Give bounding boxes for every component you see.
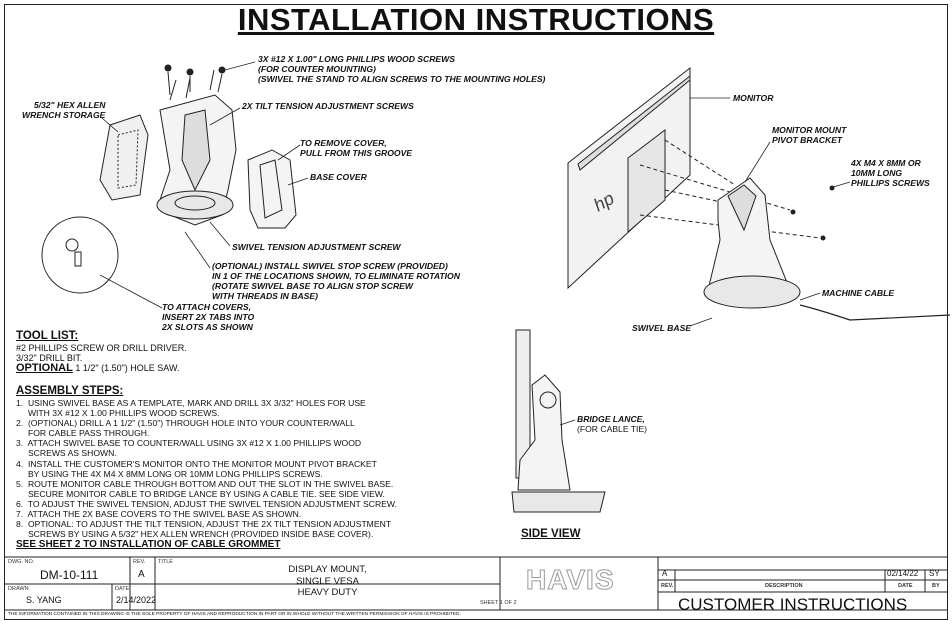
col-rev-header: REV.: [661, 583, 674, 589]
customer-instructions: CUSTOMER INSTRUCTIONS: [678, 595, 908, 614]
stop-screw-callout: (OPTIONAL) INSTALL SWIVEL STOP SCREW (PR…: [212, 261, 460, 301]
drawing-sheet-border: [4, 4, 948, 620]
side-view-label: SIDE VIEW: [521, 528, 581, 540]
side-view-illustration: [511, 329, 606, 513]
attach-covers-callout: TO ATTACH COVERS, INSERT 2X TABS INTO 2X…: [162, 302, 255, 332]
optional-label: OPTIONAL: [16, 362, 73, 374]
title-label: TITLE: [158, 559, 173, 565]
rev-row-date: 02/14/22: [887, 569, 919, 578]
assembly-heading: ASSEMBLY STEPS:: [16, 385, 124, 397]
monitor-assembly-illustration: hp: [567, 66, 951, 321]
swivel-base-callout: SWIVEL BASE: [632, 323, 692, 333]
assembly-step-line: 5. ROUTE MONITOR CABLE THROUGH BOTTOM AN…: [16, 478, 394, 489]
rev-row-rev: A: [662, 569, 668, 578]
wood-screws-callout: 3X #12 X 1.00" LONG PHILLIPS WOOD SCREWS…: [258, 54, 546, 84]
bridge-lance-callout: BRIDGE LANCE,: [577, 414, 645, 424]
tool-list-heading: TOOL LIST:: [16, 330, 79, 342]
assembly-step-line: SCREWS BY USING A 5/32" HEX ALLEN WRENCH…: [16, 529, 374, 540]
bridge-lance-sub-callout: (FOR CABLE TIE): [577, 424, 648, 434]
assembly-step-line: SCREWS AS SHOWN.: [16, 448, 117, 459]
hex-allen-callout: 5/32" HEX ALLEN WRENCH STORAGE: [22, 100, 106, 120]
remove-cover-callout: TO REMOVE COVER, PULL FROM THIS GROOVE: [300, 138, 413, 158]
assembly-step-line: FOR CABLE PASS THROUGH.: [16, 428, 150, 439]
title-line: HEAVY DUTY: [297, 587, 358, 598]
m4-screws-callout: 4X M4 X 8MM OR 10MM LONG PHILLIPS SCREWS: [851, 158, 930, 188]
title-line: DISPLAY MOUNT,: [288, 564, 367, 575]
optional-item: 1 1/2" (1.50") HOLE SAW.: [75, 363, 180, 373]
title-block-title: DISPLAY MOUNT, SINGLE VESA HEAVY DUTY: [155, 564, 500, 599]
assembly-step-line: 2. (OPTIONAL) DRILL A 1 1/2" (1.50") THR…: [16, 418, 355, 429]
leader-lines-right: [689, 97, 851, 327]
rev-label: REV.: [133, 559, 146, 565]
title-line: SINGLE VESA: [296, 575, 359, 587]
assembly-step-line: SECURE MONITOR CABLE TO BRIDGE LANCE BY …: [16, 488, 385, 499]
sheet-number: SHEET 1 OF 2: [480, 600, 517, 606]
assembly-step-line: 1. USING SWIVEL BASE AS A TEMPLATE, MARK…: [16, 398, 366, 408]
tool-list-item: #2 PHILLIPS SCREW OR DRILL DRIVER.: [16, 343, 187, 353]
drawn-value: S. YANG: [26, 595, 62, 605]
monitor-callout: MONITOR: [733, 93, 774, 103]
see-sheet-2-link: SEE SHEET 2 TO INSTALLATION OF CABLE GRO…: [16, 539, 281, 551]
exploded-stand-illustration: [41, 64, 297, 294]
assembly-step-line: BY USING THE 4X M4 X 8MM LONG OR 10MM LO…: [16, 468, 323, 479]
dwg-no-label: DWG. NO.: [8, 559, 35, 565]
assembly-step-line: 6. TO ADJUST THE SWIVEL TENSION, ADJUST …: [16, 498, 397, 509]
havis-logo: HAVIS: [526, 564, 615, 596]
col-by-header: BY: [932, 583, 940, 589]
drawn-label: DRAWN: [8, 586, 29, 592]
assembly-step-line: 3. ATTACH SWIVEL BASE TO COUNTER/WALL US…: [16, 438, 362, 449]
rev-value: A: [138, 569, 145, 580]
title-block-grid: [4, 556, 948, 611]
base-cover-callout: BASE COVER: [310, 172, 367, 182]
page-title: INSTALLATION INSTRUCTIONS: [237, 2, 715, 37]
assembly-step-line: 8. OPTIONAL: TO ADJUST THE TILT TENSION,…: [16, 519, 392, 530]
pivot-bracket-callout: MONITOR MOUNT PIVOT BRACKET: [772, 125, 847, 145]
tool-list-optional: OPTIONAL 1 1/2" (1.50") HOLE SAW.: [16, 362, 180, 374]
assembly-step-line: 4. INSTALL THE CUSTOMER'S MONITOR ONTO T…: [16, 458, 377, 469]
machine-cable-callout: MACHINE CABLE: [822, 288, 895, 298]
dwg-no-value: DM-10-111: [40, 568, 99, 582]
assembly-step-line: WITH 3X #12 X 1.00 PHILLIPS WOOD SCREWS.: [16, 408, 220, 419]
tool-list-item: 3/32" DRILL BIT.: [16, 353, 83, 363]
col-date-header: DATE: [898, 583, 913, 589]
date-label: DATE: [115, 586, 130, 592]
leader-lines-left: [99, 61, 309, 309]
col-description-header: DESCRIPTION: [765, 583, 803, 589]
date-value: 2/14/2022: [116, 595, 157, 605]
assembly-steps: 1. USING SWIVEL BASE AS A TEMPLATE, MARK…: [16, 398, 397, 550]
tilt-screws-callout: 2X TILT TENSION ADJUSTMENT SCREWS: [242, 101, 414, 111]
disclaimer: THE INFORMATION CONTAINED IN THIS DRAWIN…: [8, 612, 461, 617]
rev-row-by: SY: [929, 569, 940, 578]
swivel-tension-callout: SWIVEL TENSION ADJUSTMENT SCREW: [232, 242, 401, 252]
assembly-step-line: 7. ATTACH THE 2X BASE COVERS TO THE SWIV…: [16, 509, 302, 520]
